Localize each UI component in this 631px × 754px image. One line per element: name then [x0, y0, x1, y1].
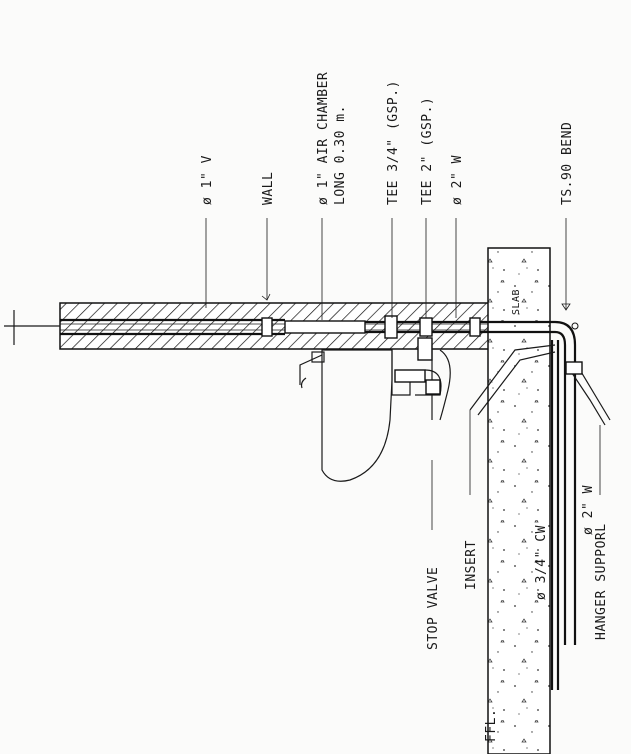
tee-two-inch-label: TEE 2" (GSP.) [420, 97, 435, 205]
tee-three-quarter-label: TEE 3/4" (GSP.) [386, 80, 401, 205]
leader-lines [205, 218, 601, 530]
stop-valve [425, 345, 451, 421]
p-trap [391, 337, 442, 396]
cold-water-pipe [550, 340, 560, 690]
slab-label: SLAB [511, 289, 522, 315]
supply-and-waste-pipes [365, 315, 555, 339]
wall-section [4, 302, 491, 350]
hanger-support [565, 361, 611, 426]
floor-slab: SLAB [487, 247, 551, 754]
vent-pipe [60, 317, 285, 337]
ffl-label: FFL. [484, 709, 499, 742]
waste-top-label: ø 2" W [450, 155, 465, 205]
stop-valve-label: STOP VALVE [426, 567, 441, 650]
lavatory-basin [299, 349, 393, 482]
cold-water-label: ø 3/4" CW [534, 525, 549, 600]
ts90-bend [554, 320, 579, 645]
air-chamber [284, 320, 366, 334]
waste-bottom-label: ø 2" W [581, 485, 596, 535]
hanger-support-label: HANGER SUPPORL [594, 523, 609, 640]
air-chamber-label: ø 1" AIR CHAMBER [316, 72, 331, 205]
insert [469, 344, 556, 416]
vent-label: ø 1" V [200, 155, 215, 205]
insert-label: INSERT [464, 540, 479, 590]
wall-label: WALL [261, 172, 276, 205]
labels: ø 1" V WALL ø 1" AIR CHAMBER LONG 0.30 m… [200, 72, 609, 742]
bend-label: TS.90 BEND [560, 122, 575, 205]
air-chamber-length-label: LONG 0.30 m. [333, 105, 348, 205]
